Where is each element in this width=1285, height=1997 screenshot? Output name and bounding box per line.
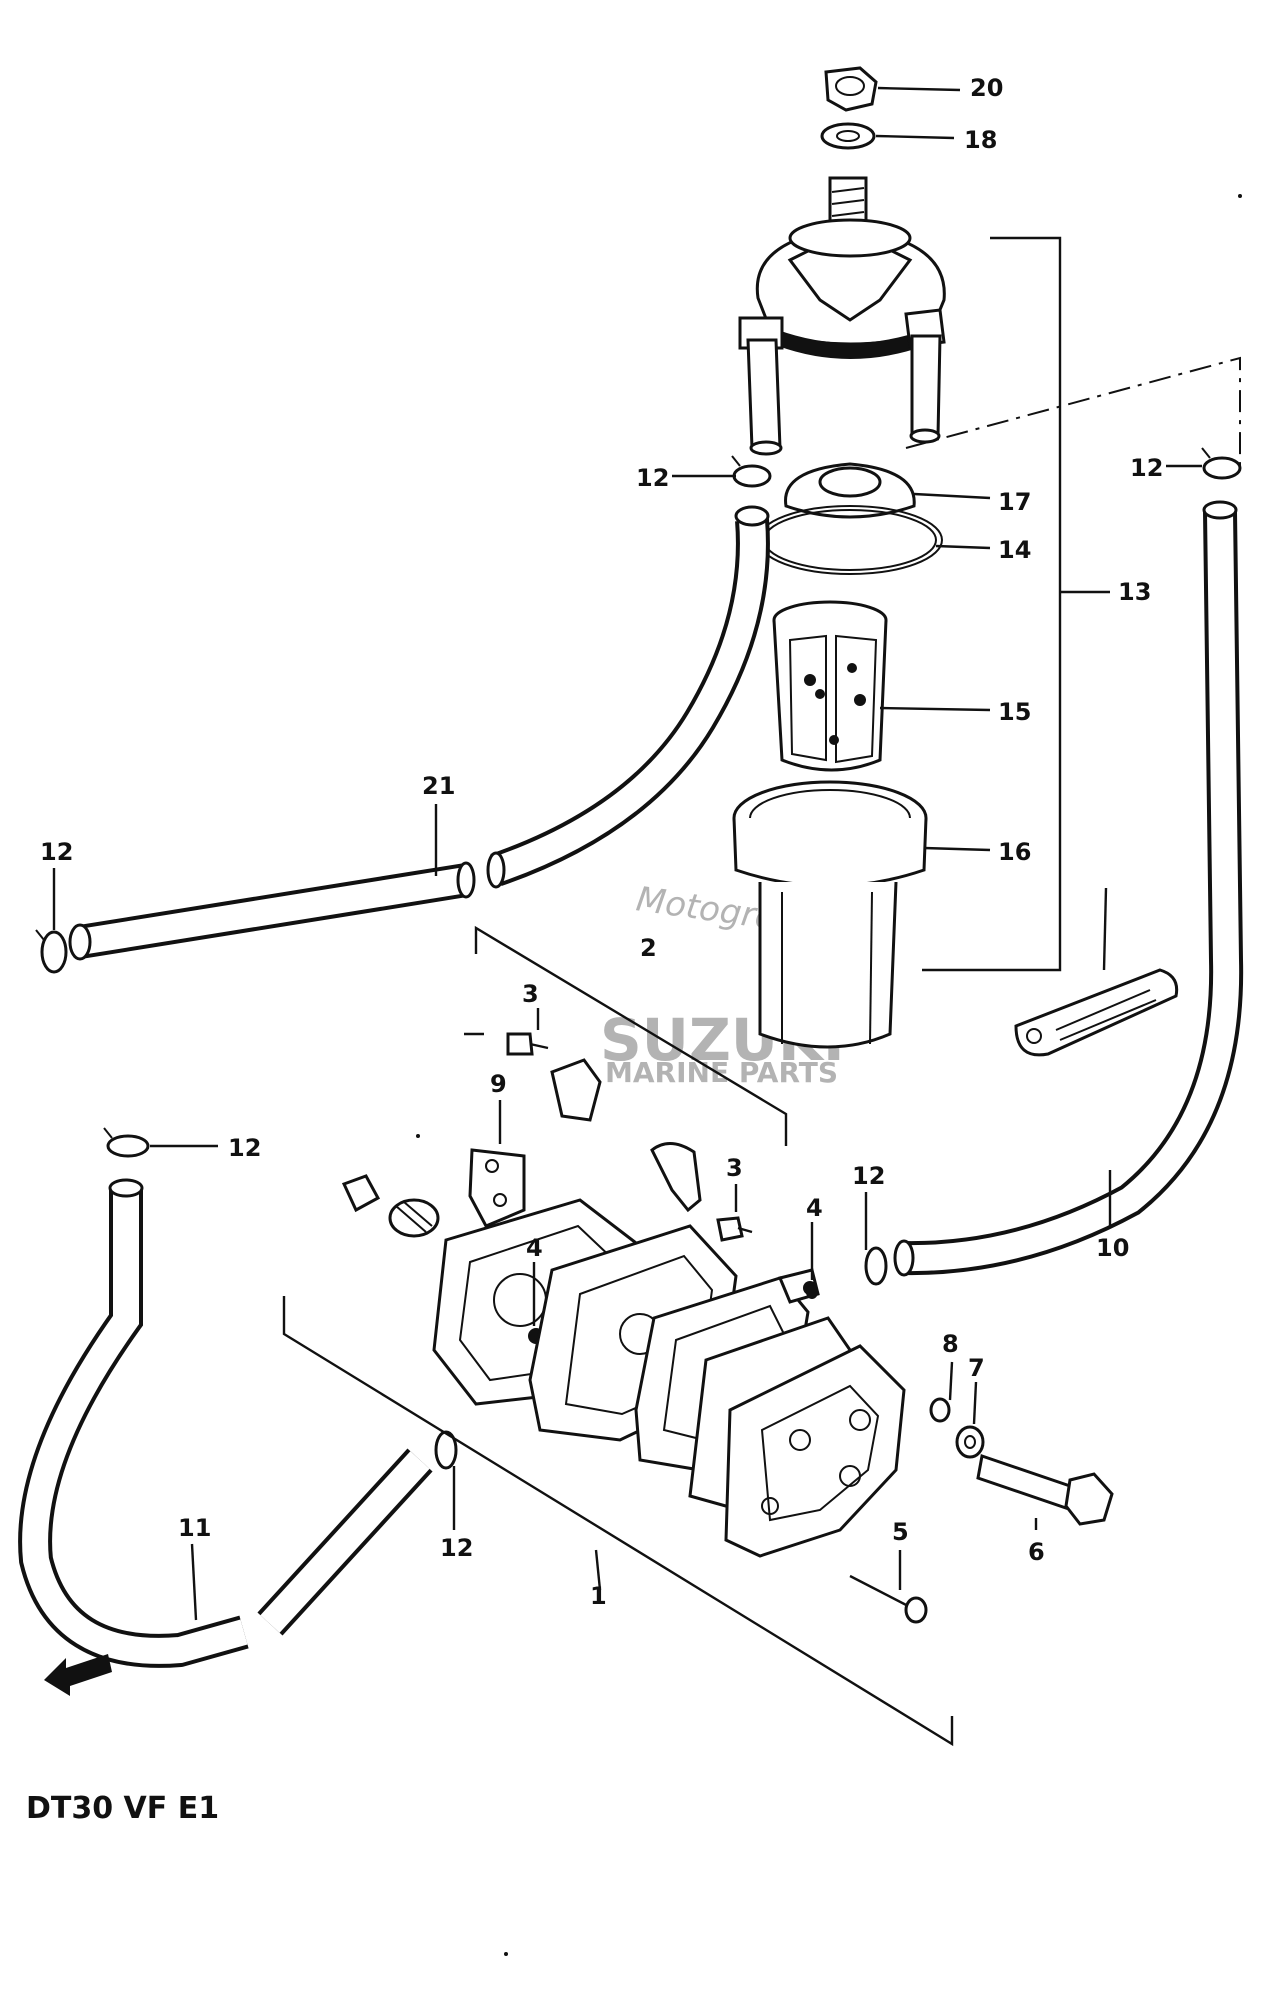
hose-10 <box>18 1178 433 1668</box>
diagram-code: DT30 VF E1 <box>26 1791 219 1826</box>
label-4-left: 4 <box>526 1234 543 1262</box>
label-12-bottom: 12 <box>440 1534 473 1562</box>
label-12-right: 12 <box>1130 454 1163 482</box>
label-1: 1 <box>590 1582 607 1610</box>
label-4-right: 4 <box>806 1194 823 1222</box>
label-13: 13 <box>1118 578 1151 606</box>
clamp-top-center <box>731 455 772 488</box>
label-15: 15 <box>998 698 1031 726</box>
clamp-top-right <box>1201 447 1242 480</box>
label-12-left: 12 <box>40 838 73 866</box>
label-20: 21 <box>422 772 455 800</box>
filter-element <box>772 600 888 772</box>
seal <box>784 462 916 519</box>
label-11: 10 <box>1096 1234 1129 1262</box>
bracket-13 <box>922 236 1062 972</box>
label-19: 20 <box>970 74 1003 102</box>
clamp-bottom <box>434 1430 458 1470</box>
label-12-top: 12 <box>636 464 669 492</box>
hose-20 <box>68 861 476 961</box>
label-12-lower-right: 12 <box>852 1162 885 1190</box>
label-18: 18 <box>964 126 997 154</box>
watermark-sub: MARINE PARTS <box>605 1056 838 1089</box>
bracket-2 <box>474 925 788 1146</box>
bracket-1 <box>282 1296 954 1747</box>
hose-filter-inlet <box>486 505 770 889</box>
label-8: 8 <box>942 1330 959 1358</box>
fuel-pump-assembly <box>341 1032 1114 1624</box>
front-arrow-icon <box>44 1654 112 1696</box>
label-3-right: 3 <box>726 1154 743 1182</box>
nut <box>824 66 878 112</box>
label-6: 6 <box>1028 1538 1045 1566</box>
label-9: 9 <box>490 1070 507 1098</box>
clamp-left <box>35 929 68 974</box>
clamp-left-lower <box>103 1127 150 1158</box>
label-16: 16 <box>998 838 1031 866</box>
label-2: 2 <box>640 934 657 962</box>
label-5: 5 <box>892 1518 909 1546</box>
label-7: 7 <box>968 1354 985 1382</box>
filter-head <box>738 218 946 456</box>
fuel-filter-assembly <box>732 66 946 1049</box>
label-17: 17 <box>998 488 1031 516</box>
part-labels: 20 18 17 14 13 15 16 12 12 21 12 2 3 9 1… <box>40 74 1163 1610</box>
clamp-right-lower <box>864 1246 888 1286</box>
label-10: 11 <box>178 1514 211 1542</box>
washer <box>820 122 876 150</box>
gasket <box>468 1148 526 1228</box>
label-12-lower-left: 12 <box>228 1134 261 1162</box>
label-14: 14 <box>998 536 1031 564</box>
mount-bracket <box>1014 968 1179 1057</box>
hose-11 <box>893 500 1244 1277</box>
link-line-top <box>905 356 1241 470</box>
leader-lines <box>52 86 1202 1621</box>
label-3-left: 3 <box>522 980 539 1008</box>
filter-cup <box>732 780 928 1049</box>
